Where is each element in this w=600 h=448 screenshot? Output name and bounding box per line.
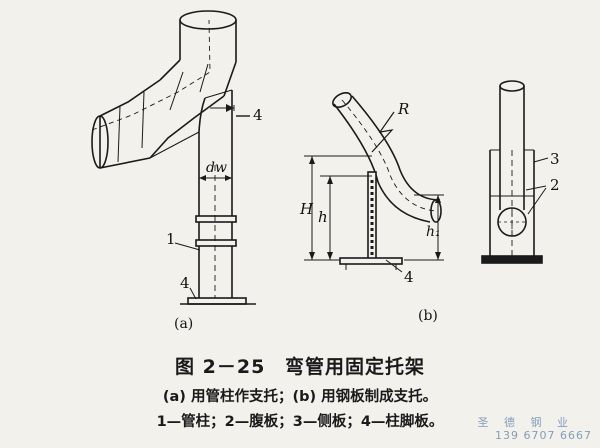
dim-h: h (318, 208, 328, 226)
figure-caption-title: 图 2－25 弯管用固定托架 (0, 352, 600, 379)
base-plate-a (187, 297, 247, 305)
dim-H: H (299, 200, 314, 218)
clamp-upper (195, 215, 237, 223)
watermark-phone: 139 6707 6667 (495, 429, 592, 442)
callout-4-b: 4 (404, 268, 414, 286)
base-plate-b (339, 257, 403, 265)
callout-3: 3 (550, 150, 560, 168)
dim-R: R (397, 100, 409, 118)
base-plate-c (481, 255, 543, 264)
pipe-c-end (499, 80, 525, 92)
diagram-c (481, 80, 549, 264)
pipe-top-end (179, 10, 237, 30)
callout-4-top: 4 (253, 106, 263, 124)
diagram-b (304, 91, 444, 273)
callout-1: 1 (166, 230, 176, 248)
figure-number: 图 2－25 (175, 356, 266, 378)
dim-dw: dw (206, 160, 227, 176)
pipe-b-end (332, 91, 352, 109)
panel-label-a: (a) (174, 316, 193, 332)
callout-4-bottom: 4 (180, 274, 190, 292)
watermark-company: 圣 德 钢 业 (477, 416, 574, 429)
dim-h1: h₁ (426, 224, 441, 240)
clamp-lower (195, 239, 237, 247)
figure-description: (a) 用管柱作支托；(b) 用钢板制成支托。 (162, 389, 438, 405)
callout-2: 2 (550, 176, 560, 194)
figure-legend: 1—管柱；2—腹板；3—侧板；4—柱脚板。 (156, 414, 444, 430)
panel-label-b: (b) (418, 308, 438, 324)
figure-title: 弯管用固定托架 (284, 356, 425, 378)
branch-end (91, 115, 109, 169)
diagram-a (91, 10, 256, 305)
pipe-b-end-right (430, 199, 442, 223)
